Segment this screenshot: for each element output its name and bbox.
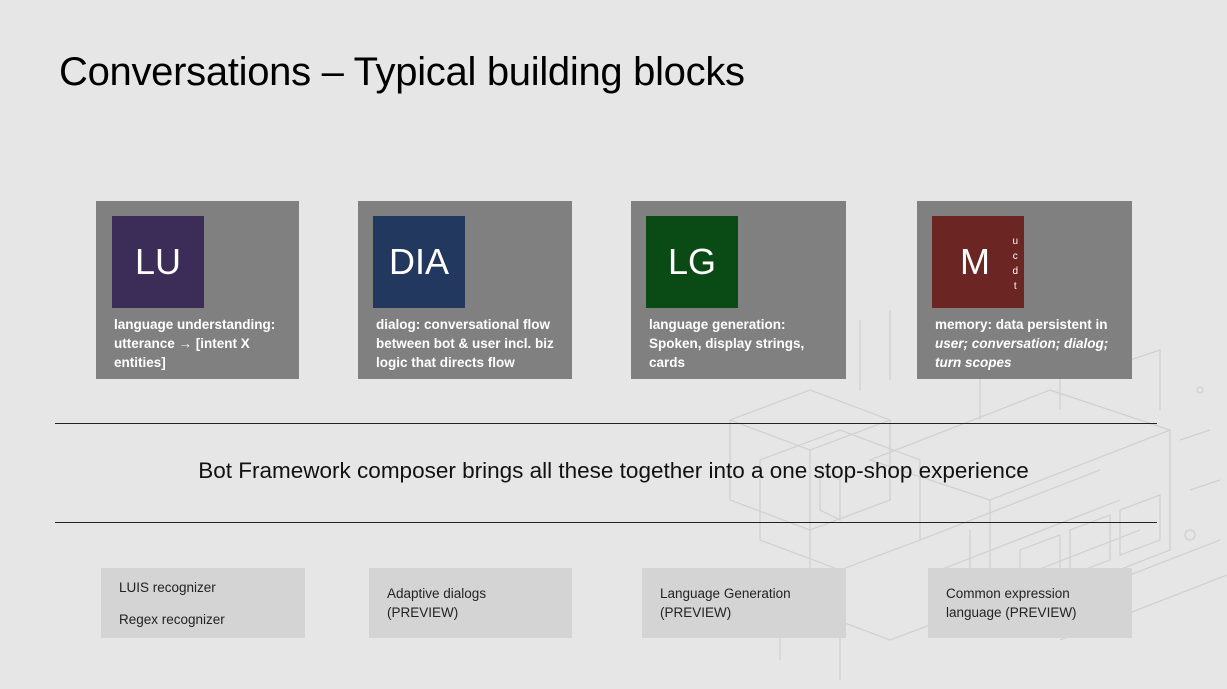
divider-top — [55, 423, 1157, 424]
lu-description: language understanding: utterance → [int… — [114, 315, 285, 372]
adaptive-dialogs-line1: Adaptive dialogs — [387, 586, 487, 601]
memory-desc-line2: user; conversation; dialog; — [935, 336, 1109, 351]
lu-desc-line3: entities] — [114, 355, 166, 370]
language-generation-line2: (PREVIEW) — [660, 605, 732, 620]
card-lu: LU language understanding: utterance → [… — [96, 201, 299, 379]
memory-desc-line3: turn scopes — [935, 355, 1012, 370]
memory-desc-line1: memory: data persistent in — [935, 317, 1108, 332]
bottom-box-language-generation: Language Generation (PREVIEW) — [642, 568, 846, 638]
dia-desc-line2: between bot & user incl. biz — [376, 336, 554, 351]
lg-desc-line1: language generation: — [649, 317, 786, 332]
tagline: Bot Framework composer brings all these … — [198, 458, 1029, 483]
luis-recognizer-label: LUIS recognizer — [119, 580, 216, 595]
card-lg: LG language generation: Spoken, display … — [631, 201, 846, 379]
common-expression-line2: language (PREVIEW) — [946, 605, 1077, 620]
bottom-box-recognizers: LUIS recognizer Regex recognizer — [101, 568, 305, 638]
bottom-box-common-expression: Common expression language (PREVIEW) — [928, 568, 1132, 638]
regex-recognizer-label: Regex recognizer — [119, 612, 225, 627]
lu-abbr: LU — [134, 241, 182, 282]
lg-desc-line3: cards — [649, 355, 686, 370]
memory-description: memory: data persistent in user; convers… — [935, 315, 1118, 372]
card-dia: DIA dialog: conversational flow between … — [358, 201, 572, 379]
dia-tile: DIA — [373, 216, 465, 308]
dia-desc-line1: dialog: conversational flow — [376, 317, 551, 332]
arrow-icon: → — [178, 336, 193, 351]
lu-desc-line1: language understanding: — [114, 317, 276, 332]
dia-desc-line3: logic that directs flow — [376, 355, 515, 370]
memory-tile: M u c d t — [932, 216, 1024, 308]
card-memory: M u c d t memory: data persistent in use… — [917, 201, 1132, 379]
dia-description: dialog: conversational flow between bot … — [376, 315, 558, 372]
page-title: Conversations – Typical building blocks — [59, 50, 745, 94]
lg-desc-line2: Spoken, display strings, — [649, 336, 805, 351]
memory-scope-letters: u c d t — [1012, 236, 1018, 292]
language-generation-line1: Language Generation — [660, 586, 791, 601]
bottom-box-adaptive-dialogs: Adaptive dialogs (PREVIEW) — [369, 568, 572, 638]
lu-desc-line2: utterance → [intent X — [114, 336, 250, 351]
memory-abbr: M — [960, 241, 990, 282]
common-expression-line1: Common expression — [946, 586, 1070, 601]
lg-tile: LG — [646, 216, 738, 308]
lg-description: language generation: Spoken, display str… — [649, 315, 832, 372]
lu-tile: LU — [112, 216, 204, 308]
dia-abbr: DIA — [388, 241, 449, 282]
divider-bottom — [55, 522, 1157, 523]
adaptive-dialogs-line2: (PREVIEW) — [387, 605, 459, 620]
lg-abbr: LG — [667, 241, 717, 282]
